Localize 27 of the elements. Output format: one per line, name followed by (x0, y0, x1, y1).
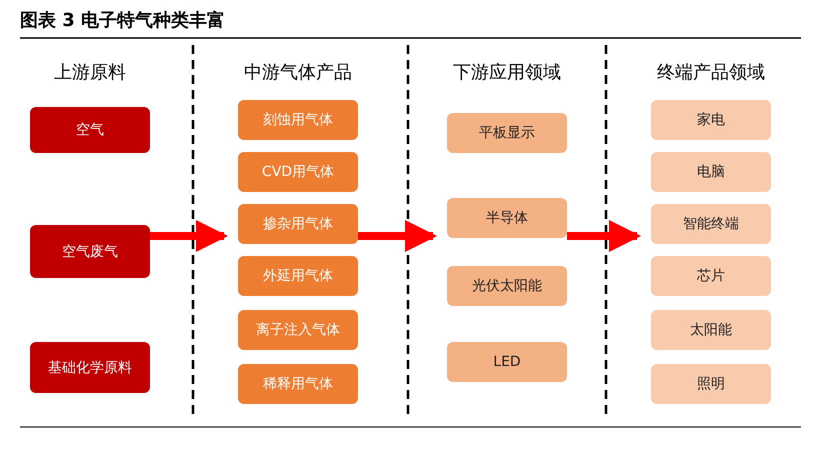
process-box: 空气 (30, 107, 150, 153)
process-box: 太阳能 (651, 310, 771, 350)
arrow (150, 220, 228, 252)
column-header: 终端产品领域 (656, 61, 766, 84)
column-header: 下游应用领域 (452, 61, 562, 84)
process-box: LED (447, 342, 567, 382)
process-box: 离子注入气体 (238, 310, 358, 350)
column-header: 上游原料 (53, 61, 127, 84)
arrow (358, 220, 437, 252)
process-box: CVD用气体 (238, 152, 358, 192)
figure-title: 图表 3 电子特气种类丰富 (20, 9, 226, 32)
process-box: 平板显示 (447, 113, 567, 153)
process-box: 芯片 (651, 256, 771, 296)
process-box: 掺杂用气体 (238, 204, 358, 244)
process-box: 光伏太阳能 (447, 266, 567, 306)
process-box: 刻蚀用气体 (238, 100, 358, 140)
process-box: 照明 (651, 364, 771, 404)
arrow (567, 220, 641, 252)
process-box: 半导体 (447, 198, 567, 238)
process-box: 外延用气体 (238, 256, 358, 296)
process-box: 空气废气 (30, 225, 150, 278)
process-box: 稀释用气体 (238, 364, 358, 404)
process-box: 家电 (651, 100, 771, 140)
column-header: 中游气体产品 (243, 61, 353, 84)
process-box: 电脑 (651, 152, 771, 192)
process-box: 智能终端 (651, 204, 771, 244)
process-box: 基础化学原料 (30, 342, 150, 393)
